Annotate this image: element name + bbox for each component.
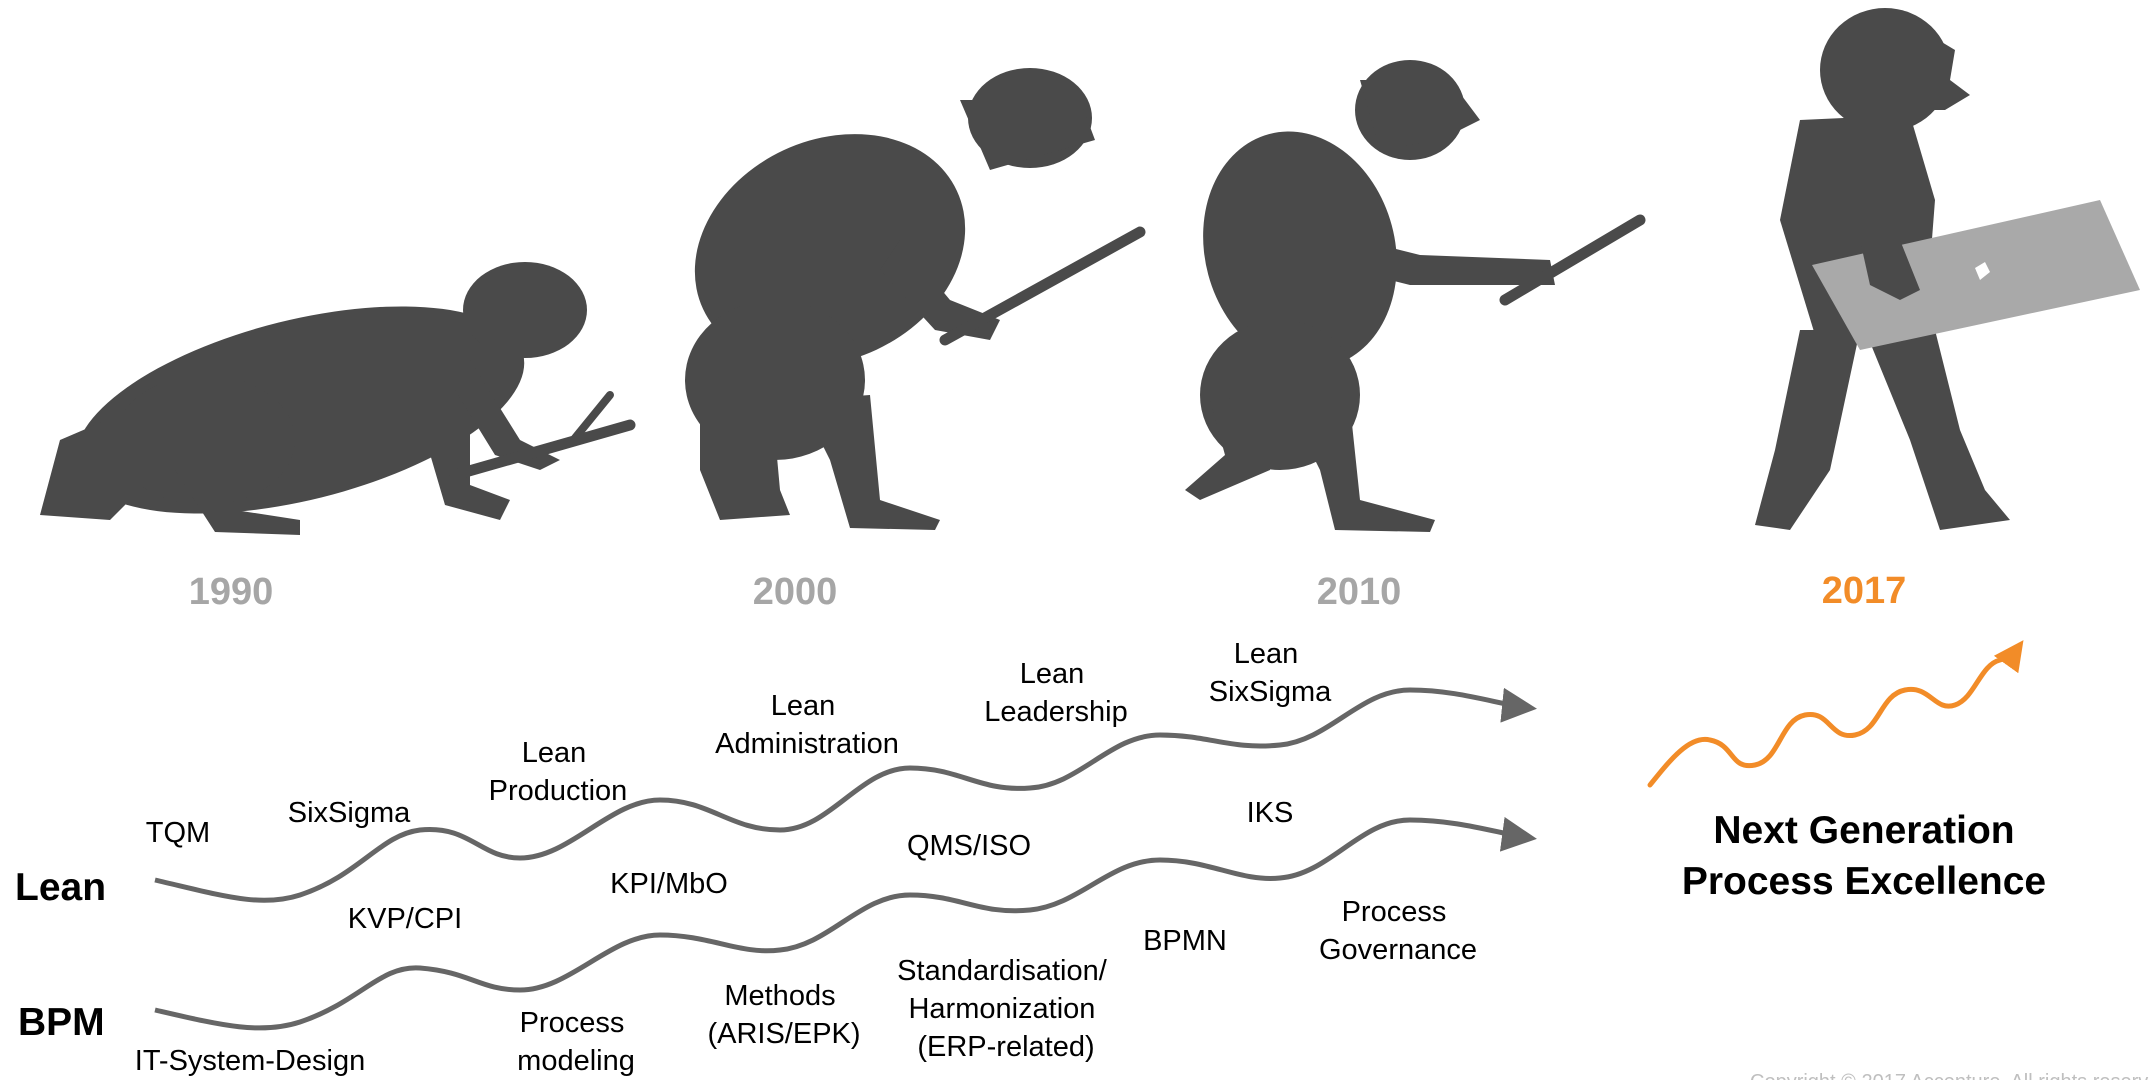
era-year-2010: 2010 [1317, 571, 1402, 613]
milestone-lean-leadership: Lean Leadership [984, 658, 1128, 728]
milestone-qms-iso: QMS/ISO [907, 830, 1031, 862]
milestone-methods: Methods (ARIS/EPK) [707, 980, 860, 1050]
hominid-figure-2000 [685, 68, 1146, 530]
outcome-line-1: Next Generation [1713, 809, 2014, 852]
era-year-1990: 1990 [189, 571, 274, 613]
bpm-wave-arrow [154, 816, 1537, 1031]
outcome-line-2: Process Excellence [1682, 860, 2046, 903]
era-year-2000: 2000 [753, 571, 838, 613]
copyright-notice: Copyright © 2017 Accenture. All rights r… [1750, 1071, 2149, 1080]
track-label-bpm: BPM [18, 1001, 105, 1044]
hominid-figure-2010 [1185, 60, 1646, 532]
human-figure-2017 [1755, 8, 2140, 530]
milestone-lean-administration: Lean Administration [715, 690, 899, 760]
milestone-bpmn: BPMN [1143, 925, 1227, 957]
milestone-kvp-cpi: KVP/CPI [348, 903, 462, 935]
milestone-lean-sixsigma: Lean SixSigma [1209, 638, 1332, 708]
growth-squiggle-arrow [1647, 640, 2024, 788]
milestone-lean-production: Lean Production [489, 737, 628, 807]
track-label-lean: Lean [15, 866, 106, 909]
milestone-sixsigma: SixSigma [288, 797, 411, 829]
milestone-it-system-design: IT-System-Design [135, 1045, 365, 1077]
lean-wave-arrow [154, 687, 1537, 903]
milestone-tqm: TQM [146, 817, 210, 849]
milestone-process-governance: Process Governance [1319, 896, 1477, 966]
era-year-2017: 2017 [1822, 570, 1907, 612]
milestone-standardisation: Standardisation/ Harmonization (ERP-rela… [897, 955, 1115, 1063]
ape-figure-1990 [40, 262, 636, 535]
milestone-process-modeling: Process modeling [517, 1007, 635, 1077]
milestone-iks: IKS [1247, 797, 1294, 829]
milestone-kpi-mbo: KPI/MbO [610, 868, 728, 900]
